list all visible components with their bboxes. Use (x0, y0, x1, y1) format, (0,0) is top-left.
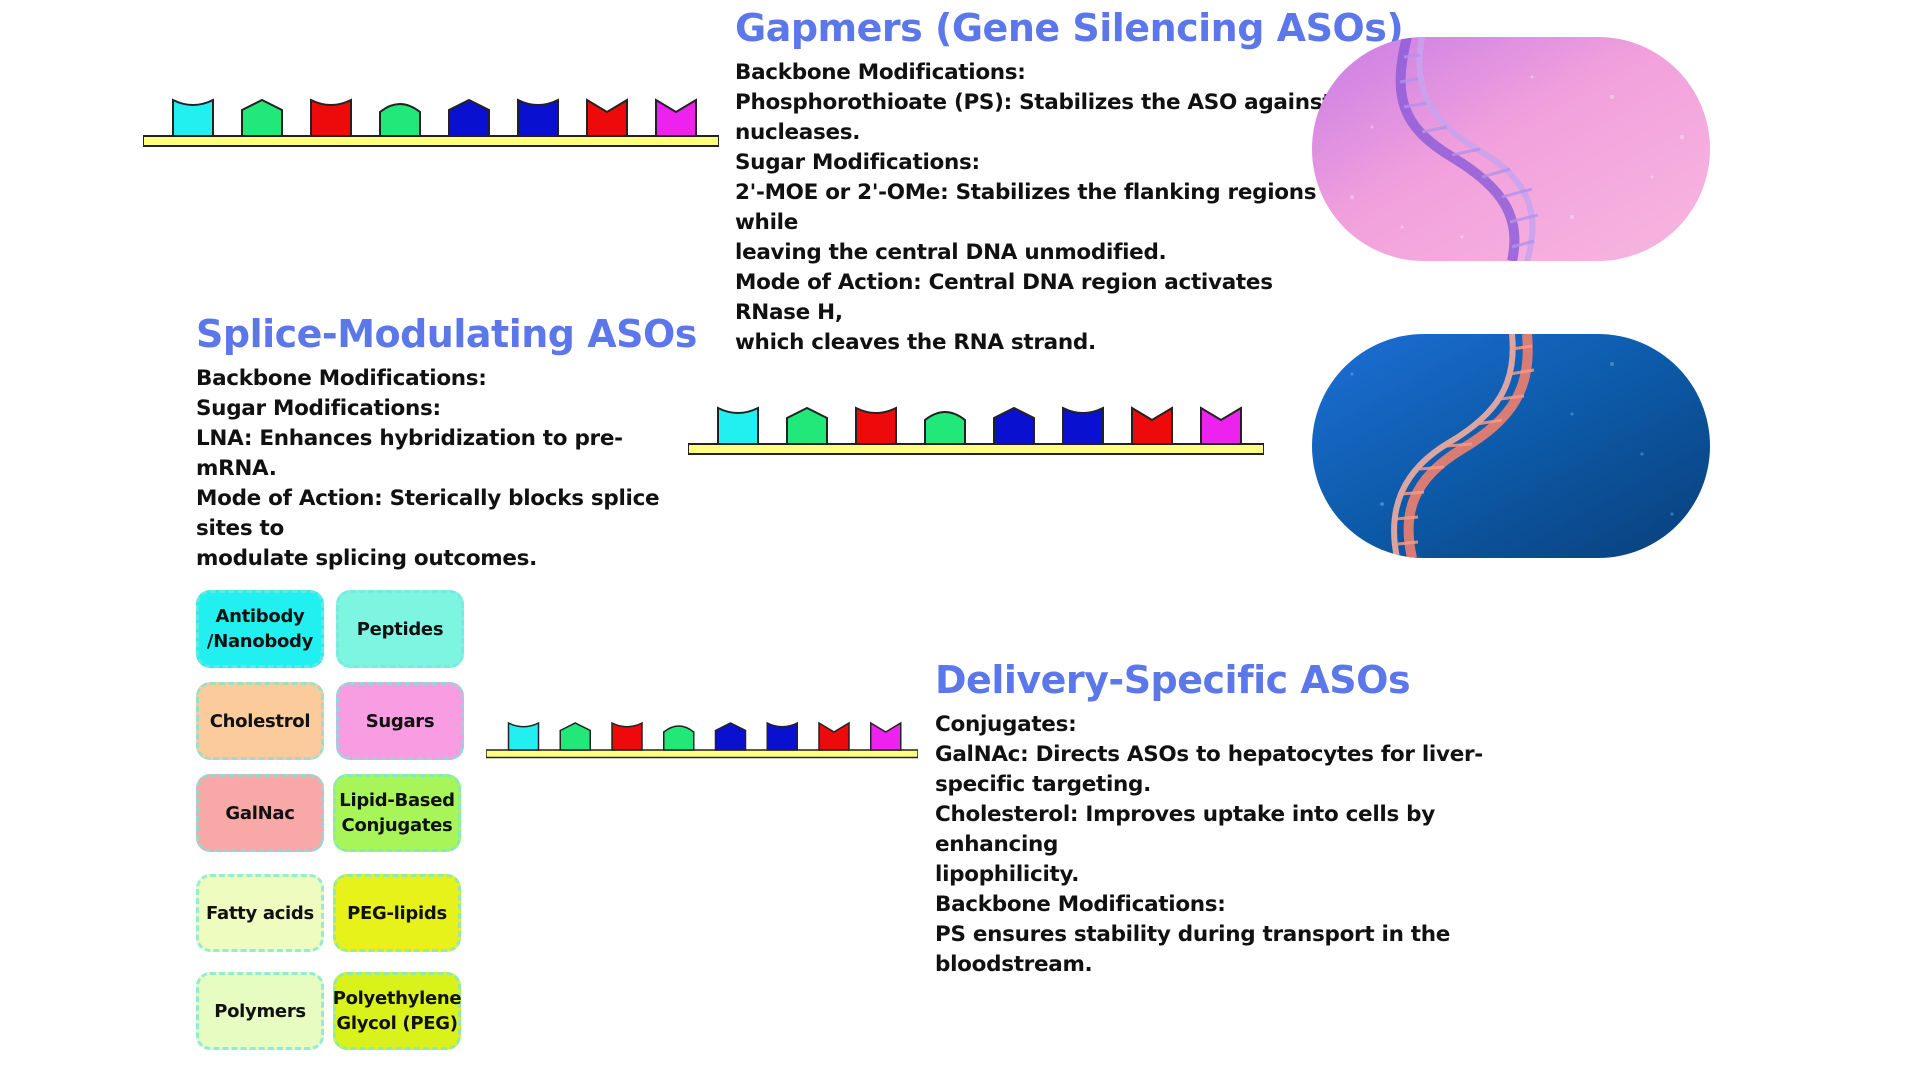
gapmers-text: Backbone Modifications: Phosphorothioate… (735, 58, 1335, 358)
delivery-text: Conjugates: GalNAc: Directs ASOs to hepa… (935, 710, 1495, 980)
splice-line: Mode of Action: Sterically blocks splice… (196, 486, 660, 541)
splice-aso-strand (688, 406, 1264, 455)
sugar-phosphate-backbone (688, 443, 1264, 455)
splice-text: Backbone Modifications: Sugar Modificati… (196, 364, 696, 574)
nucleotide-base (310, 98, 352, 137)
nucleotide-base (655, 98, 697, 137)
gapmers-line: 2'-MOE or 2'-OMe: Stabilizes the flankin… (735, 180, 1317, 235)
nucleotide-base (924, 411, 966, 445)
nucleotide-base (870, 721, 902, 751)
conjugate-tile-fatty-acids: Fatty acids (196, 874, 324, 952)
delivery-line: PS ensures stability during transport in… (935, 922, 1451, 947)
nucleotide-base (1062, 406, 1104, 445)
dna-helix-pink-image (1312, 37, 1710, 261)
nucleotide-base (517, 98, 559, 137)
gapmers-line: which cleaves the RNA strand. (735, 330, 1096, 355)
nucleotide-base (786, 406, 828, 445)
conjugate-tile-peg-lipids: PEG-lipids (333, 874, 461, 952)
dna-helix-pink-icon (1312, 37, 1710, 261)
nucleotide-base (1200, 406, 1242, 445)
nucleotide-base (717, 406, 759, 445)
dna-helix-blue-icon (1312, 334, 1710, 558)
gapmers-line: Sugar Modifications: (735, 150, 980, 175)
conjugate-tile-sugars: Sugars (336, 682, 464, 760)
gapmers-line: Phosphorothioate (PS): Stabilizes the AS… (735, 90, 1333, 115)
splice-line: Backbone Modifications: (196, 366, 487, 391)
nucleotide-base (559, 722, 591, 751)
delivery-aso-strand (486, 721, 918, 759)
nucleotide-base (507, 721, 540, 751)
nucleotide-base (379, 103, 421, 137)
gapmers-line: Backbone Modifications: (735, 60, 1026, 85)
gapmers-section: Gapmers (Gene Silencing ASOs) Backbone M… (735, 6, 1404, 358)
gapmers-line: leaving the central DNA unmodified. (735, 240, 1167, 265)
nucleotide-base (172, 98, 214, 137)
splice-line: Sugar Modifications: (196, 396, 441, 421)
sugar-phosphate-backbone (143, 135, 719, 147)
sugar-phosphate-backbone (486, 749, 918, 759)
nucleotide-base (663, 725, 695, 751)
delivery-line: Conjugates: (935, 712, 1077, 737)
conjugate-tile-peptides: Peptides (336, 590, 464, 668)
nucleotide-base (818, 721, 850, 751)
delivery-line: GalNAc: Directs ASOs to hepatocytes for … (935, 742, 1483, 767)
conjugate-tile-galnac: GalNac (196, 774, 324, 852)
splice-line: modulate splicing outcomes. (196, 546, 538, 571)
nucleotide-base (611, 721, 643, 751)
nucleotide-base (1131, 406, 1173, 445)
splice-line: LNA: Enhances hybridization to pre-mRNA. (196, 426, 623, 481)
conjugate-tile-lipid-based: Lipid-Based Conjugates (333, 774, 461, 852)
gapmers-title: Gapmers (Gene Silencing ASOs) (735, 6, 1404, 50)
delivery-line: specific targeting. (935, 772, 1152, 797)
nucleotide-base (714, 722, 747, 751)
nucleotide-base (766, 721, 798, 751)
nucleotide-base (855, 406, 897, 445)
dna-helix-blue-image (1312, 334, 1710, 558)
nucleotide-base (586, 98, 628, 137)
delivery-line: bloodstream. (935, 952, 1093, 977)
nucleotide-base (993, 406, 1035, 445)
gapmers-line: Mode of Action: Central DNA region activ… (735, 270, 1273, 325)
conjugate-tile-peg: Polyethylene Glycol (PEG) (333, 972, 462, 1050)
splice-title: Splice-Modulating ASOs (196, 312, 697, 356)
gapmers-line: nucleases. (735, 120, 861, 145)
delivery-line: Backbone Modifications: (935, 892, 1226, 917)
delivery-title: Delivery-Specific ASOs (935, 658, 1411, 702)
gapmer-aso-strand (143, 98, 719, 147)
nucleotide-base (448, 98, 490, 137)
nucleotide-base (241, 98, 283, 137)
delivery-line: lipophilicity. (935, 862, 1080, 887)
conjugate-tile-polymers: Polymers (196, 972, 324, 1050)
delivery-line: Cholesterol: Improves uptake into cells … (935, 802, 1435, 857)
conjugate-tile-antibody: Antibody /Nanobody (196, 590, 324, 668)
splice-section: Splice-Modulating ASOs Backbone Modifica… (196, 312, 697, 574)
conjugate-tile-cholestrol: Cholestrol (196, 682, 324, 760)
delivery-section: Delivery-Specific ASOs Conjugates: GalNA… (935, 658, 1495, 980)
